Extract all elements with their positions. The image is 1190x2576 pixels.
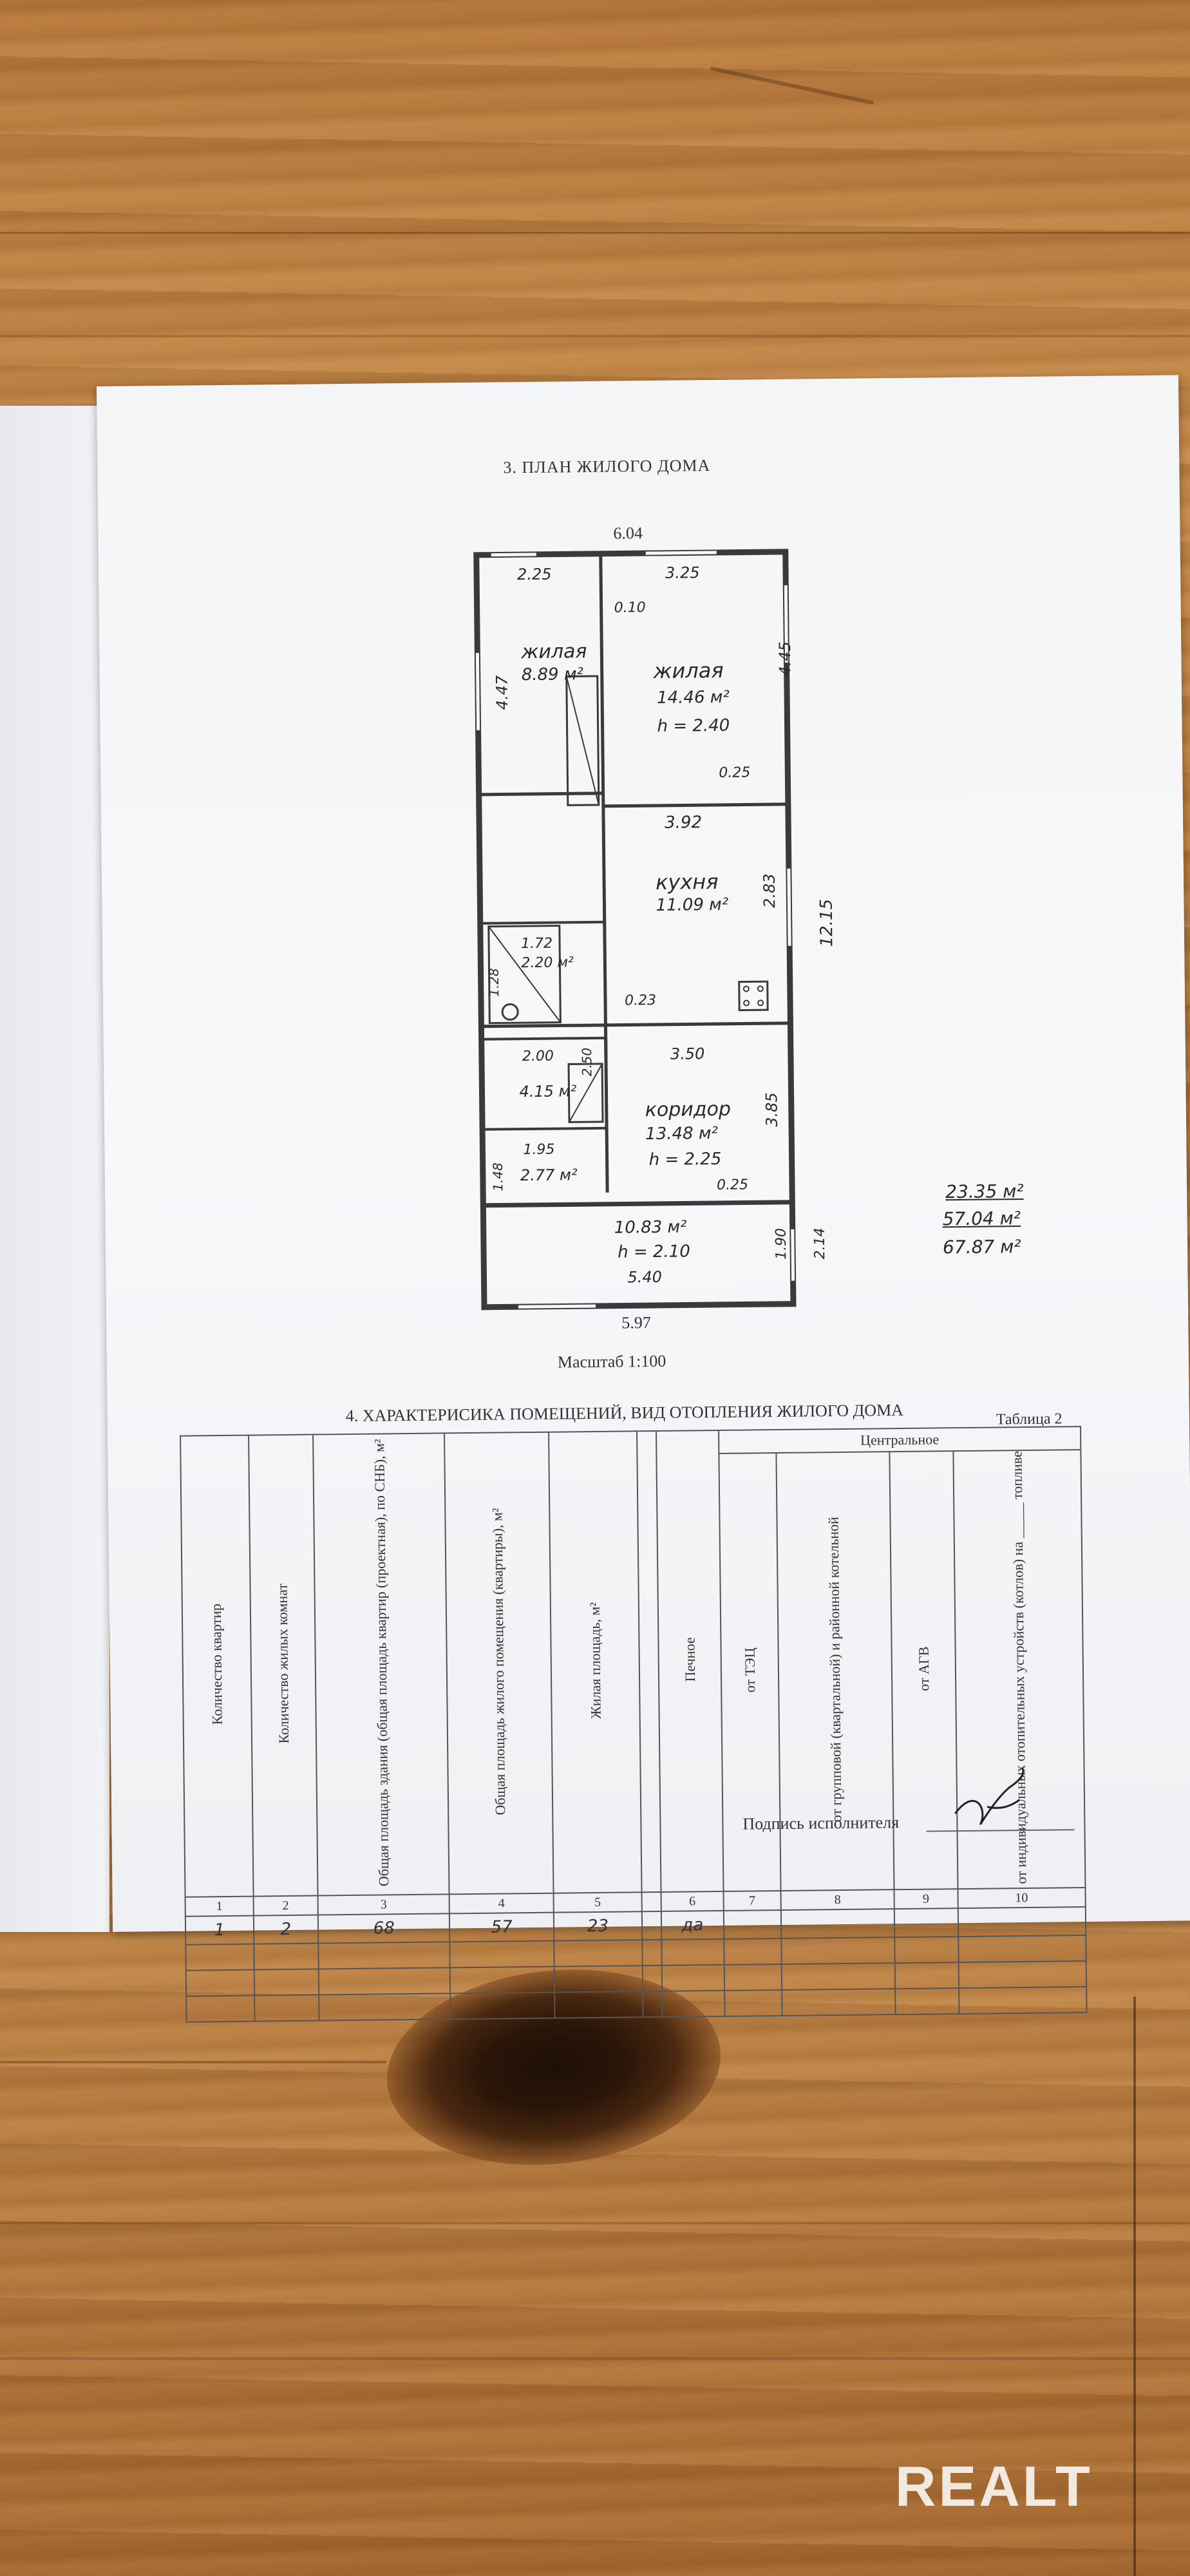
corridor-area: 13.48 м² — [645, 1123, 719, 1144]
corridor-name: коридор — [645, 1097, 732, 1122]
wall-left-room-bottom — [478, 791, 603, 797]
dim-veranda-outer: 2.14 — [811, 1227, 829, 1260]
wood-grain — [0, 2222, 1190, 2224]
dim-right-room-height: 4.45 — [775, 641, 795, 676]
realt-watermark: REALT — [895, 2454, 1093, 2518]
dim-corridor-width: 3.50 — [670, 1045, 705, 1063]
room1-name: жилая — [521, 640, 587, 664]
total-gross: 67.87 м² — [942, 1236, 1021, 1258]
kitchen-name: кухня — [655, 869, 719, 895]
bath-area: 2.20 м² — [521, 954, 574, 972]
dim-room1-width: 2.25 — [516, 565, 552, 584]
room1-area: 8.89 м² — [521, 665, 584, 685]
wood-seam — [1133, 1996, 1136, 2576]
wall-bath-top — [480, 920, 605, 925]
header-rooms: Количество жилых комнат — [248, 1434, 318, 1897]
wall-bath-bottom — [481, 1036, 606, 1041]
wood-grain — [0, 2061, 386, 2063]
floor-plan — [473, 549, 797, 1311]
wood-grain — [0, 232, 1190, 234]
dim-corridor-gap2: 0.25 — [716, 1177, 749, 1193]
closet-area: 2.77 м² — [520, 1166, 578, 1185]
dim-kitchen-width: 3.92 — [664, 813, 703, 833]
document-page: 3. ПЛАН ЖИЛОГО ДОМА — [97, 375, 1190, 2023]
header-apartments: Количество квартир — [180, 1435, 254, 1898]
dim-bottom-width: 5.97 — [621, 1313, 651, 1332]
dim-corridor-gap: 0.23 — [624, 992, 657, 1009]
wall-house-bottom — [483, 1200, 793, 1208]
room2-area: 14.46 м² — [656, 687, 730, 708]
wood-grain — [0, 335, 1190, 337]
dim-closet-height: 1.48 — [489, 1162, 506, 1191]
toilet — [501, 1003, 519, 1021]
wall-rooms — [599, 553, 605, 819]
header-central: Центральное — [718, 1426, 1081, 1454]
stairs — [487, 925, 562, 1025]
signature — [954, 1767, 1025, 1825]
cooker — [738, 980, 769, 1012]
header-stove: Печное — [656, 1430, 724, 1893]
dim-kitchen-height: 2.83 — [760, 873, 779, 908]
plan-scale: Масштаб 1:100 — [557, 1351, 666, 1372]
stove — [565, 675, 600, 806]
kitchen-area: 11.09 м² — [656, 895, 729, 915]
dim-small-room: 2.50 — [579, 1047, 595, 1077]
section4-title: 4. ХАРАКТЕРИСИКА ПОМЕЩЕНИЙ, ВИД ОТОПЛЕНИ… — [345, 1400, 904, 1426]
dim-room2-width: 3.25 — [665, 564, 700, 582]
dim-small-room-width: 2.00 — [522, 1048, 554, 1065]
veranda-height: h = 2.10 — [617, 1242, 690, 1262]
room2-name: жилая — [653, 658, 724, 683]
header-agv: от АГВ — [889, 1451, 958, 1890]
corridor-h: h = 2.25 — [648, 1149, 722, 1170]
wood-grain — [0, 2357, 1190, 2360]
dim-veranda-height: 1.90 — [773, 1227, 790, 1260]
wall-kitchen — [601, 819, 608, 1057]
wall-small-bottom — [482, 1126, 607, 1131]
total-area: 57.04 м² — [942, 1208, 1021, 1230]
dim-veranda-width: 5.40 — [627, 1267, 663, 1287]
dim-left-room-height: 4.47 — [493, 675, 512, 710]
dim-top-width: 6.04 — [613, 524, 643, 543]
header-living-area: Жилая площадь, м² — [548, 1431, 642, 1894]
wall-room-bottom — [603, 802, 788, 808]
corridor-height: 3.85 — [762, 1092, 781, 1127]
stove-2 — [567, 1063, 604, 1123]
small-room-area: 4.15 м² — [519, 1082, 577, 1101]
wall-corridor — [604, 1037, 609, 1193]
veranda-area: 10.83 м² — [614, 1217, 687, 1238]
dim-bath-height: 1.28 — [486, 968, 502, 997]
dim-right-height: 12.15 — [817, 898, 837, 947]
header-total-area: Общая площадь жилого помещения (квартиры… — [444, 1432, 554, 1895]
wood-grain — [710, 66, 874, 105]
total-living: 23.35 м² — [945, 1180, 1024, 1203]
room2-height: h = 2.40 — [657, 715, 730, 736]
wall-kitchen-bottom — [481, 1021, 791, 1028]
dim-wall-gap: 0.10 — [614, 600, 646, 616]
dim-bath-width: 1.72 — [520, 935, 553, 952]
header-building-area: Общая площадь здания (общая площадь квар… — [313, 1433, 449, 1896]
heating-table: Количество квартир Количество жилых комн… — [180, 1426, 1087, 2023]
left-page — [0, 406, 109, 1932]
signature-label: Подпись исполнителя — [742, 1813, 900, 1833]
dim-kitchen-gap: 0.25 — [719, 764, 751, 781]
dim-closet-width: 1.95 — [523, 1141, 555, 1159]
